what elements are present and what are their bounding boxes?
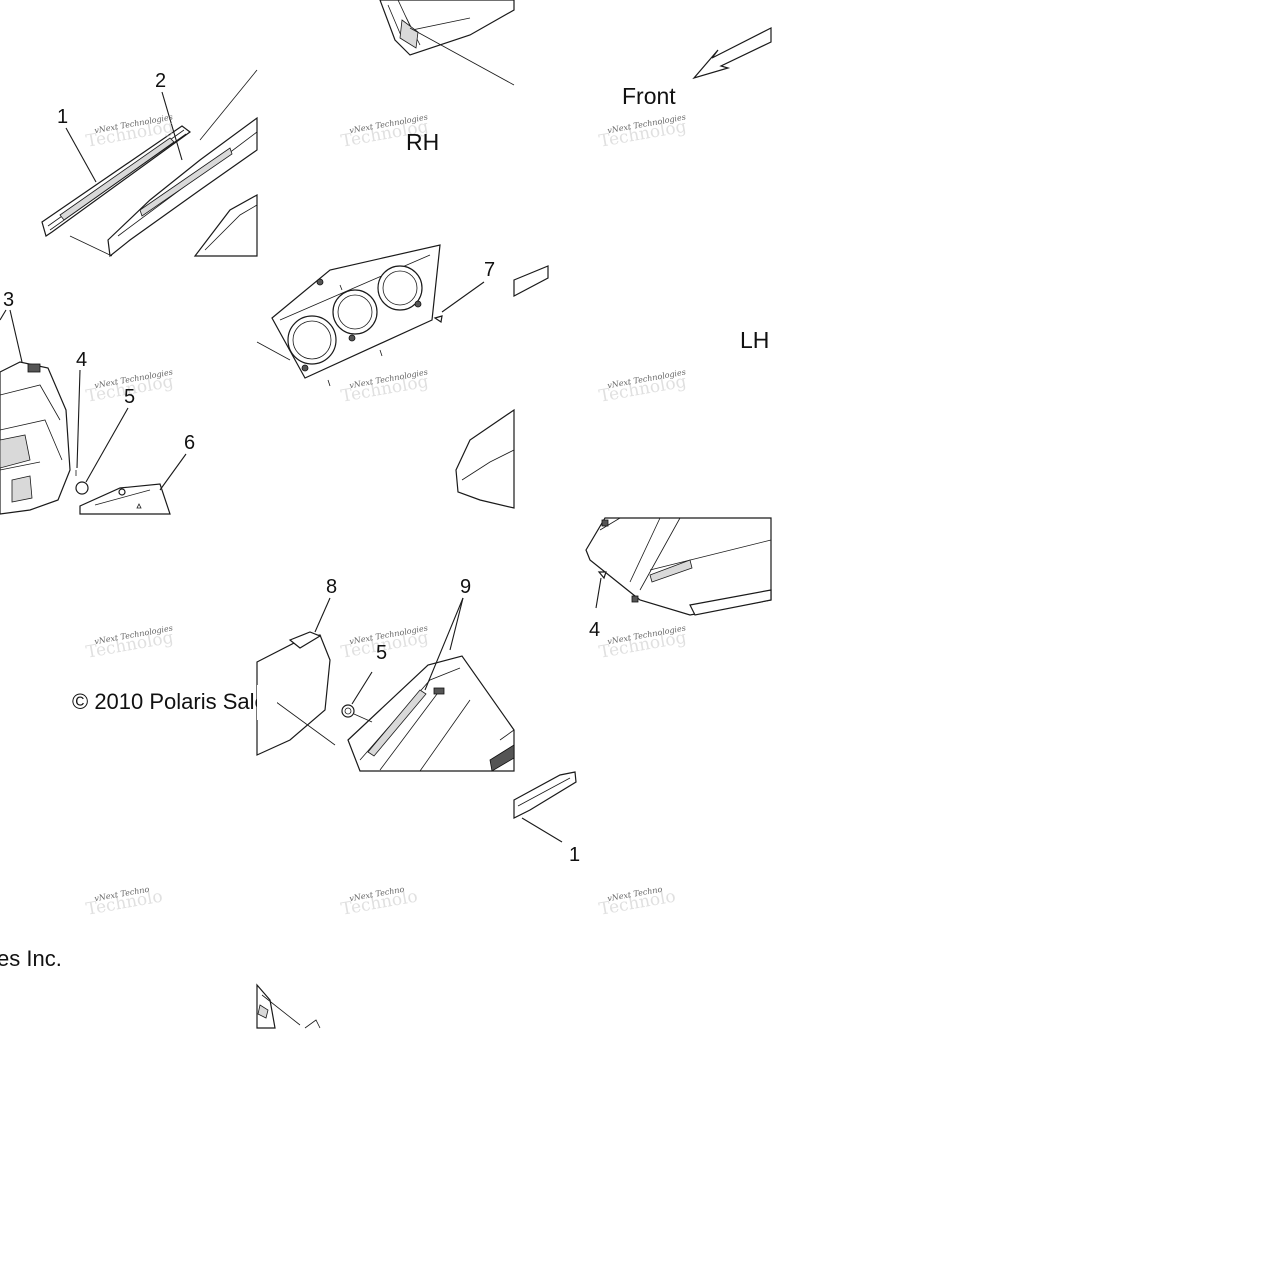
callout-7: 7	[484, 259, 495, 281]
callout-9: 9	[460, 576, 471, 598]
tile-parts-1-2	[41, 69, 258, 258]
callout-5: 5	[124, 386, 135, 408]
tile-fragment-mid	[455, 265, 549, 509]
callout-2: 2	[155, 70, 166, 92]
tile-instrument-panel	[256, 244, 485, 387]
orientation-labels: Front RH LH	[406, 83, 769, 353]
lh-label: LH	[740, 327, 769, 353]
callout-1b: 1	[569, 844, 580, 866]
copyright-text-part1: © 2010 Polaris Sale	[72, 689, 267, 714]
callout-3: 3	[3, 289, 14, 311]
tile-bottom-fragment	[256, 983, 321, 1029]
front-arrow	[692, 27, 772, 80]
callout-6: 6	[184, 432, 195, 454]
tile-part-1-strip	[513, 771, 577, 843]
tile-lh-fragment	[585, 517, 772, 616]
tile-parts-8-9	[256, 597, 515, 772]
copyright: © 2010 Polaris Sale es Inc.	[0, 685, 277, 971]
callout-labels: 1 2 3 4 5 6 7 8 9 5 4 1	[3, 70, 600, 866]
tile-top-center	[379, 0, 515, 86]
callout-8: 8	[326, 576, 337, 598]
callout-1: 1	[57, 106, 68, 128]
copyright-text-part2: es Inc.	[0, 946, 62, 971]
callout-4: 4	[76, 349, 87, 371]
callout-4b: 4	[589, 619, 600, 641]
rh-label: RH	[406, 129, 439, 155]
tile-parts-3-6	[0, 309, 187, 515]
front-label: Front	[622, 83, 676, 109]
callout-5b: 5	[376, 642, 387, 664]
